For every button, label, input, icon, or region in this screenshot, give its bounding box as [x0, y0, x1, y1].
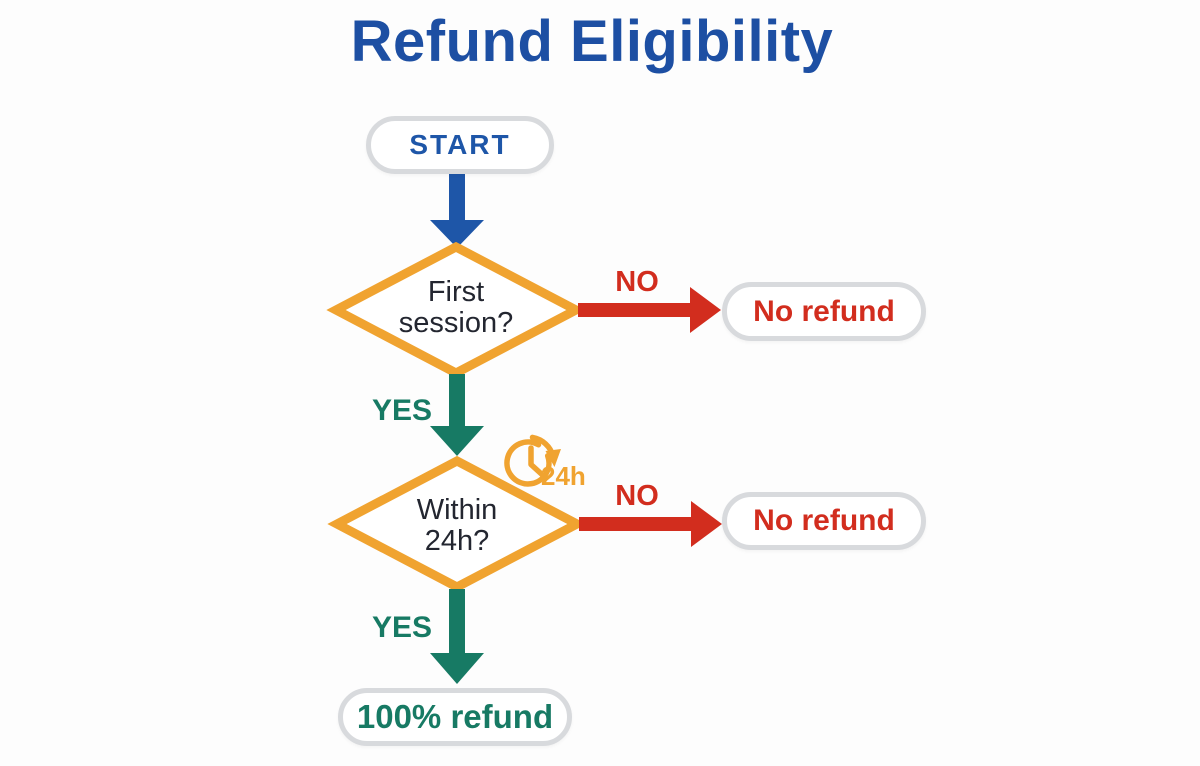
- yes-arrow-2: [430, 589, 484, 684]
- decision-within-24h-label: Within 24h?: [347, 495, 567, 557]
- decision-first-session-label: First session?: [346, 277, 566, 339]
- no-arrow-2: [579, 501, 722, 547]
- no-label-2: NO: [615, 480, 659, 512]
- no-refund-label-2: No refund: [753, 504, 895, 537]
- decision-diamond-within-24h: [327, 455, 587, 593]
- full-refund-node: 100% refund: [338, 688, 572, 746]
- start-arrow: [430, 172, 484, 248]
- full-refund-label: 100% refund: [356, 698, 554, 735]
- start-node: START: [366, 116, 554, 174]
- no-refund-node-1: No refund: [722, 282, 926, 341]
- decision-first-session-line1: First: [427, 276, 485, 308]
- no-refund-node-2: No refund: [722, 492, 926, 550]
- yes-label-1: YES: [371, 394, 433, 427]
- page-title: Refund Eligibility: [350, 9, 834, 74]
- clock-icon: [504, 434, 561, 487]
- no-refund-label-1: No refund: [753, 294, 895, 328]
- decision-within-24h-line2: 24h?: [424, 525, 490, 557]
- no-arrow-1: [578, 287, 721, 333]
- decision-within-24h-line1: Within: [416, 494, 498, 526]
- yes-arrow-1: [430, 374, 484, 456]
- clock-badge-label: 24h: [541, 461, 586, 491]
- yes-label-2: YES: [371, 611, 433, 644]
- start-label: START: [409, 129, 511, 160]
- decision-diamond-first-session: [326, 241, 586, 379]
- no-label-1: NO: [615, 266, 659, 298]
- decision-first-session-line2: session?: [398, 307, 514, 339]
